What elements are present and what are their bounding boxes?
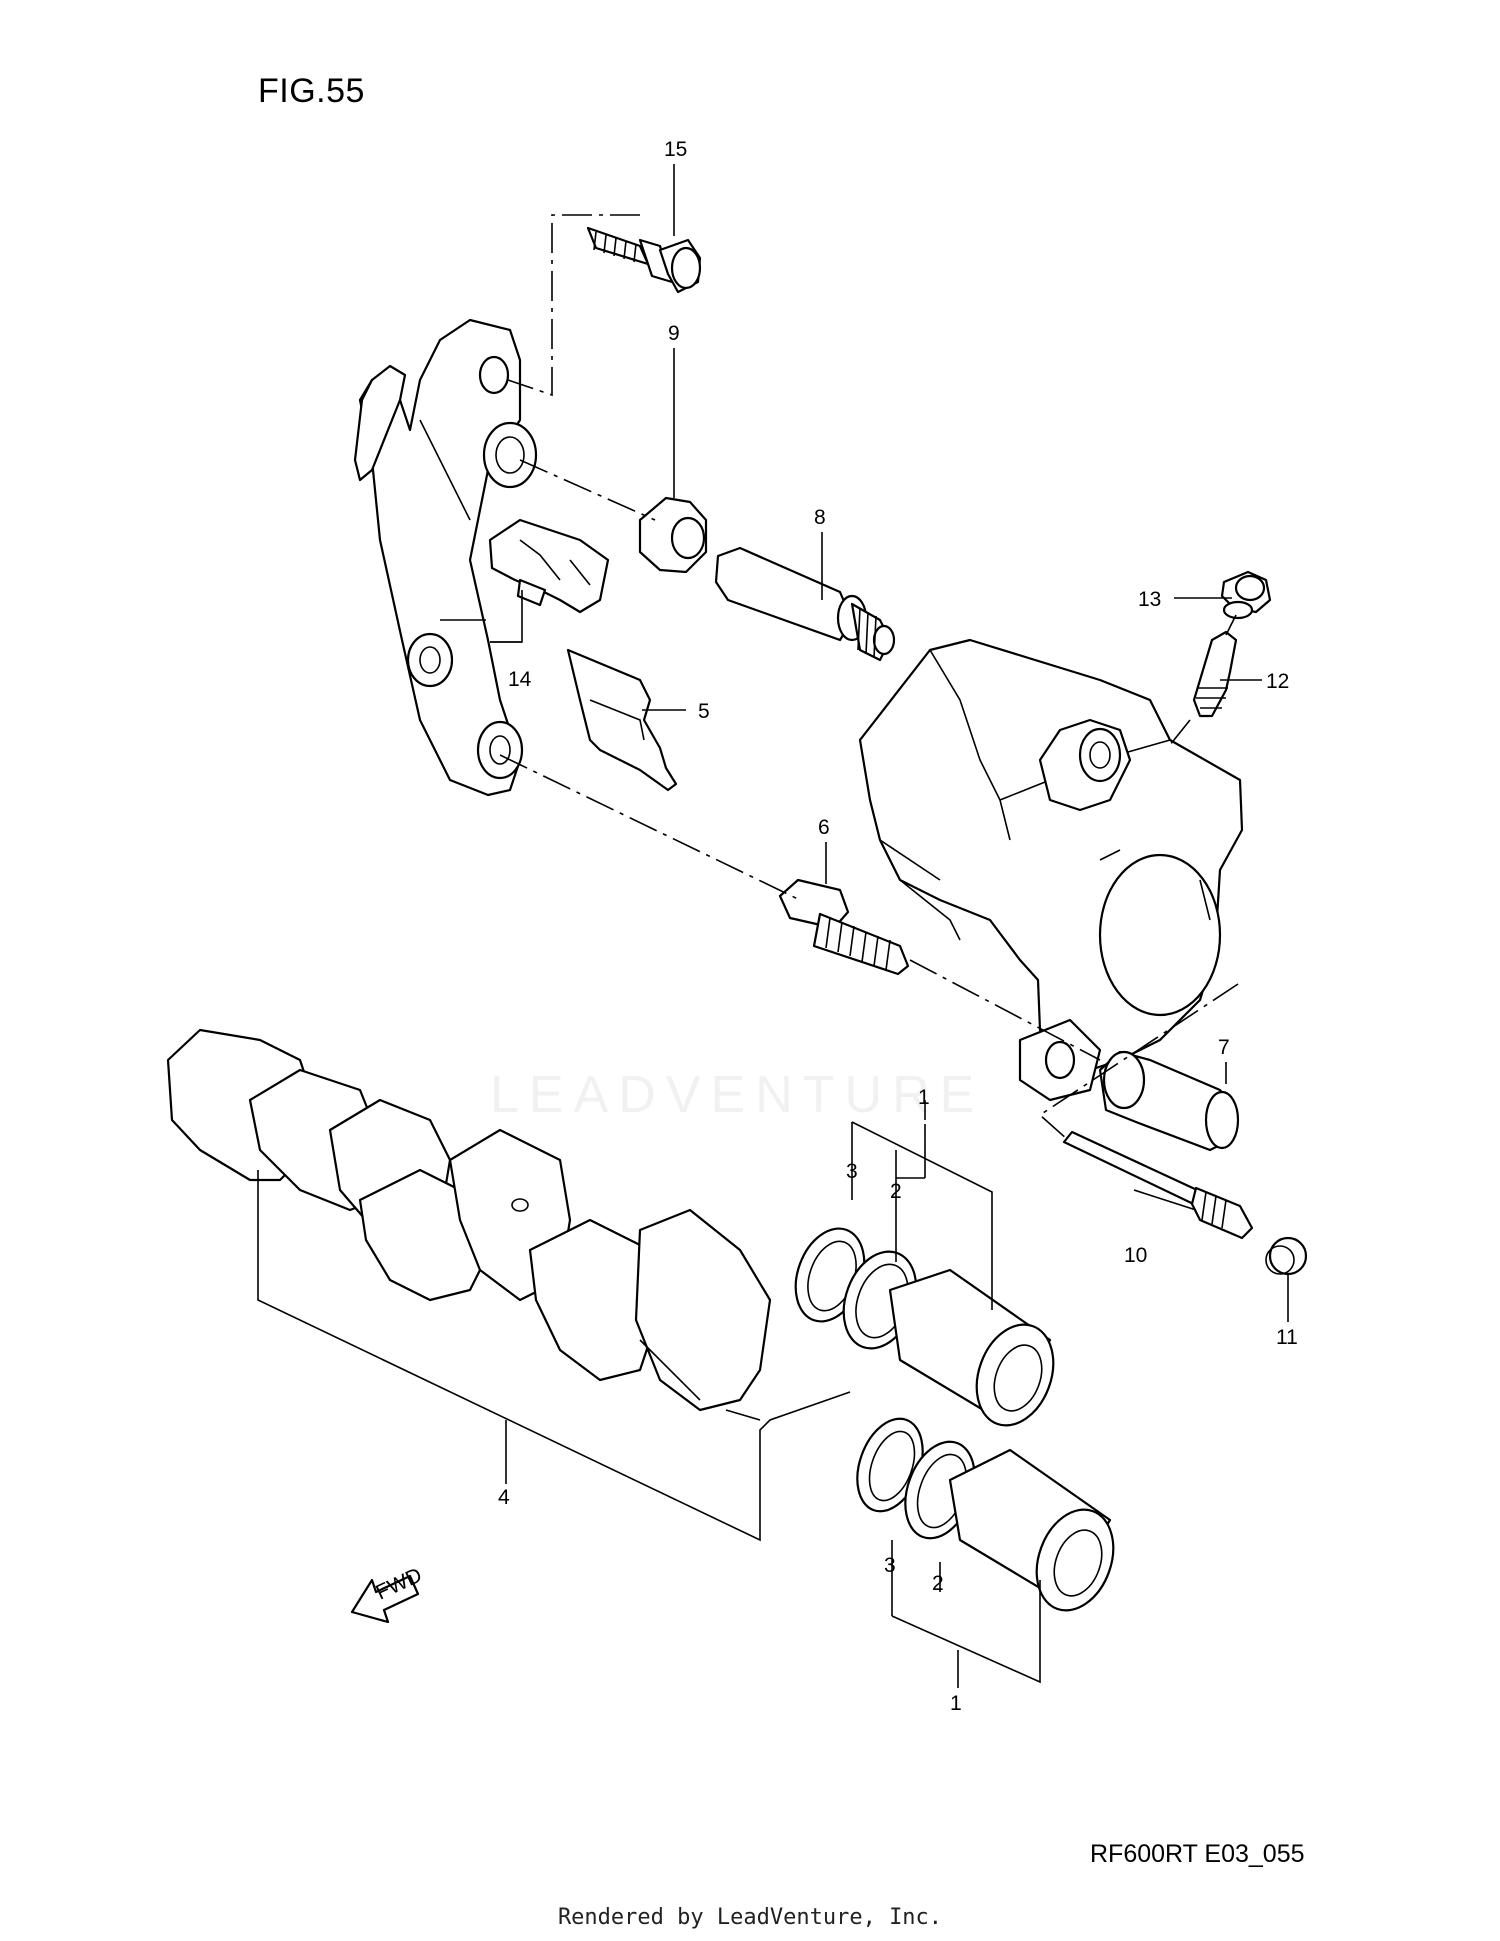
callout-11: 11 [1276, 1326, 1298, 1349]
leader-lines [257, 164, 1289, 1688]
callout-1-lower: 1 [950, 1692, 962, 1715]
callout-13: 13 [1138, 588, 1161, 611]
part-pin-7[interactable] [1098, 1050, 1240, 1152]
part-pin-10[interactable] [1062, 1130, 1254, 1240]
part-caliper-bracket[interactable] [353, 318, 538, 797]
part-bleeder-12[interactable] [1192, 630, 1238, 718]
watermark: LEADVENTURE [490, 1066, 985, 1124]
assembly-lines [499, 214, 1239, 1141]
callout-12: 12 [1266, 670, 1289, 693]
part-piston-1-upper[interactable] [888, 1268, 1067, 1436]
callout-3-lower: 3 [884, 1554, 896, 1577]
drawing-code: RF600RT E03_055 [1090, 1840, 1305, 1868]
footer-credit: Rendered by LeadVenture, Inc. [557, 1905, 943, 1930]
part-bolt-15[interactable] [586, 226, 702, 294]
callout-2-upper: 2 [890, 1180, 902, 1203]
part-piston-1-lower[interactable] [948, 1448, 1127, 1621]
callout-15: 15 [664, 138, 687, 161]
part-caliper-body[interactable] [858, 638, 1244, 1102]
part-boot-9[interactable] [638, 496, 708, 574]
part-stud-6[interactable] [778, 878, 910, 976]
part-pad-set-4[interactable] [166, 1028, 772, 1421]
callout-2-lower: 2 [932, 1572, 944, 1595]
callout-5: 5 [698, 700, 710, 723]
callout-7: 7 [1218, 1036, 1230, 1059]
callout-3-upper: 3 [846, 1160, 858, 1183]
part-plug-11[interactable] [1265, 1236, 1308, 1276]
part-pad-spring-14[interactable] [488, 518, 610, 614]
callout-labels: 15 9 8 14 5 13 12 6 7 1 3 2 10 11 4 3 2 … [498, 138, 1298, 1715]
callout-10: 10 [1124, 1244, 1147, 1267]
part-shim-5[interactable] [566, 648, 678, 792]
callout-6: 6 [818, 816, 830, 839]
callout-14: 14 [508, 668, 532, 691]
callout-9: 9 [668, 322, 680, 345]
callout-8: 8 [814, 506, 826, 529]
callout-4: 4 [498, 1486, 510, 1509]
part-pin-8[interactable] [714, 546, 896, 662]
fwd-arrow-icon: FWD [350, 1563, 425, 1624]
callout-1-upper: 1 [918, 1086, 930, 1109]
part-cap-13[interactable] [1220, 570, 1272, 620]
figure-title: FIG.55 [258, 72, 365, 110]
